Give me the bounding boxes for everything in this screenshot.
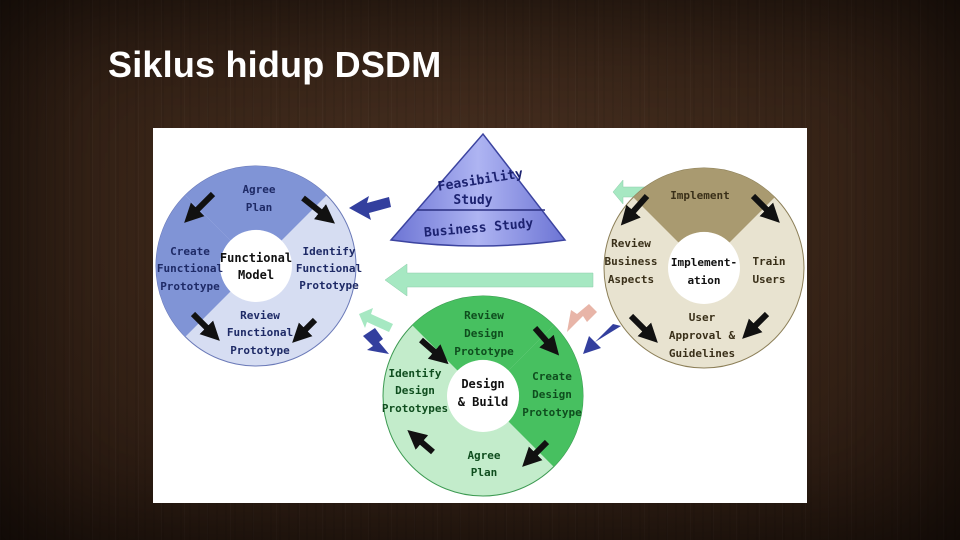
functional-identify-label3: Prototype bbox=[299, 279, 359, 292]
functional-create-label2: Functional bbox=[157, 262, 223, 275]
implementation-cycle: Implement- ation Implement Train Users U… bbox=[603, 167, 805, 369]
cycle-arrow bbox=[620, 194, 650, 226]
implementation-aspects-label: Aspects bbox=[608, 273, 654, 286]
arrow-feasibility-to-functional bbox=[349, 196, 391, 220]
cycle-arrow bbox=[419, 337, 449, 365]
functional-plan-label: Plan bbox=[246, 201, 273, 214]
implementation-implement-label: Implement bbox=[670, 189, 730, 202]
implementation-guidelines-label: Guidelines bbox=[669, 347, 735, 360]
design-create-label: Create bbox=[532, 370, 572, 383]
implementation-center-line1: Implement- bbox=[671, 256, 737, 269]
design-build-cycle: Design & Build Review Design Prototype C… bbox=[382, 295, 584, 497]
design-create-label2: Design bbox=[532, 388, 572, 401]
arrow-to-functional-model bbox=[384, 263, 594, 297]
design-review-label2: Design bbox=[464, 327, 504, 340]
design-center-line2: & Build bbox=[458, 395, 509, 409]
design-identify-label: Identify bbox=[389, 367, 442, 380]
cycle-arrow bbox=[301, 195, 335, 224]
design-review-label3: Prototype bbox=[454, 345, 514, 358]
study-label: Study bbox=[453, 193, 492, 208]
functional-agree-label: Agree bbox=[242, 183, 275, 196]
arrow-design-to-functional bbox=[359, 308, 393, 332]
functional-review-label2: Functional bbox=[227, 326, 293, 339]
cycle-arrow bbox=[750, 193, 780, 223]
design-review-label: Review bbox=[464, 309, 504, 322]
implementation-center-line2: ation bbox=[687, 274, 720, 287]
cycle-arrow bbox=[628, 313, 658, 343]
functional-identify-label: Identify bbox=[303, 245, 356, 258]
implementation-users-label: Users bbox=[752, 273, 785, 286]
design-identify-label3: Prototypes bbox=[382, 402, 448, 415]
implementation-user-label: User bbox=[689, 311, 716, 324]
dsdm-diagram: Feasibility Study Business Study Functio bbox=[153, 128, 807, 503]
implementation-review-label: Review bbox=[611, 237, 651, 250]
implementation-business-label: Business bbox=[605, 255, 658, 268]
cycle-arrow bbox=[742, 311, 770, 339]
slide-title: Siklus hidup DSDM bbox=[108, 44, 442, 85]
cycle-arrow bbox=[190, 311, 220, 341]
functional-model-cycle: Functional Model Agree Plan Identify Fun… bbox=[155, 165, 362, 367]
flow-arrows bbox=[349, 179, 649, 354]
arrow-design-to-implementation bbox=[583, 324, 621, 354]
functional-review-label3: Prototype bbox=[230, 344, 290, 357]
implementation-approval-label: Approval & bbox=[669, 329, 736, 342]
cycle-arrow bbox=[407, 430, 435, 455]
cycle-arrow bbox=[184, 191, 216, 223]
functional-create-label: Create bbox=[170, 245, 210, 258]
dsdm-lifecycle-svg: Feasibility Study Business Study Functio bbox=[155, 132, 805, 497]
implementation-train-label: Train bbox=[752, 255, 785, 268]
feasibility-cone: Feasibility Study Business Study bbox=[389, 132, 567, 247]
cycle-arrow bbox=[532, 326, 560, 356]
functional-center-line1: Functional bbox=[220, 251, 292, 265]
functional-review-label: Review bbox=[240, 309, 280, 322]
design-plan-label: Plan bbox=[471, 466, 498, 479]
functional-create-label3: Prototype bbox=[160, 280, 220, 293]
design-center-line1: Design bbox=[461, 377, 504, 391]
functional-center-line2: Model bbox=[238, 268, 274, 282]
cycle-arrow bbox=[522, 439, 550, 467]
cycle-arrow bbox=[292, 317, 318, 343]
functional-identify-label2: Functional bbox=[296, 262, 362, 275]
arrow-functional-to-design bbox=[363, 328, 389, 354]
design-identify-label2: Design bbox=[395, 384, 435, 397]
design-create-label3: Prototype bbox=[522, 406, 582, 419]
design-agree-label: Agree bbox=[467, 449, 500, 462]
arrow-implementation-to-design bbox=[567, 304, 597, 332]
